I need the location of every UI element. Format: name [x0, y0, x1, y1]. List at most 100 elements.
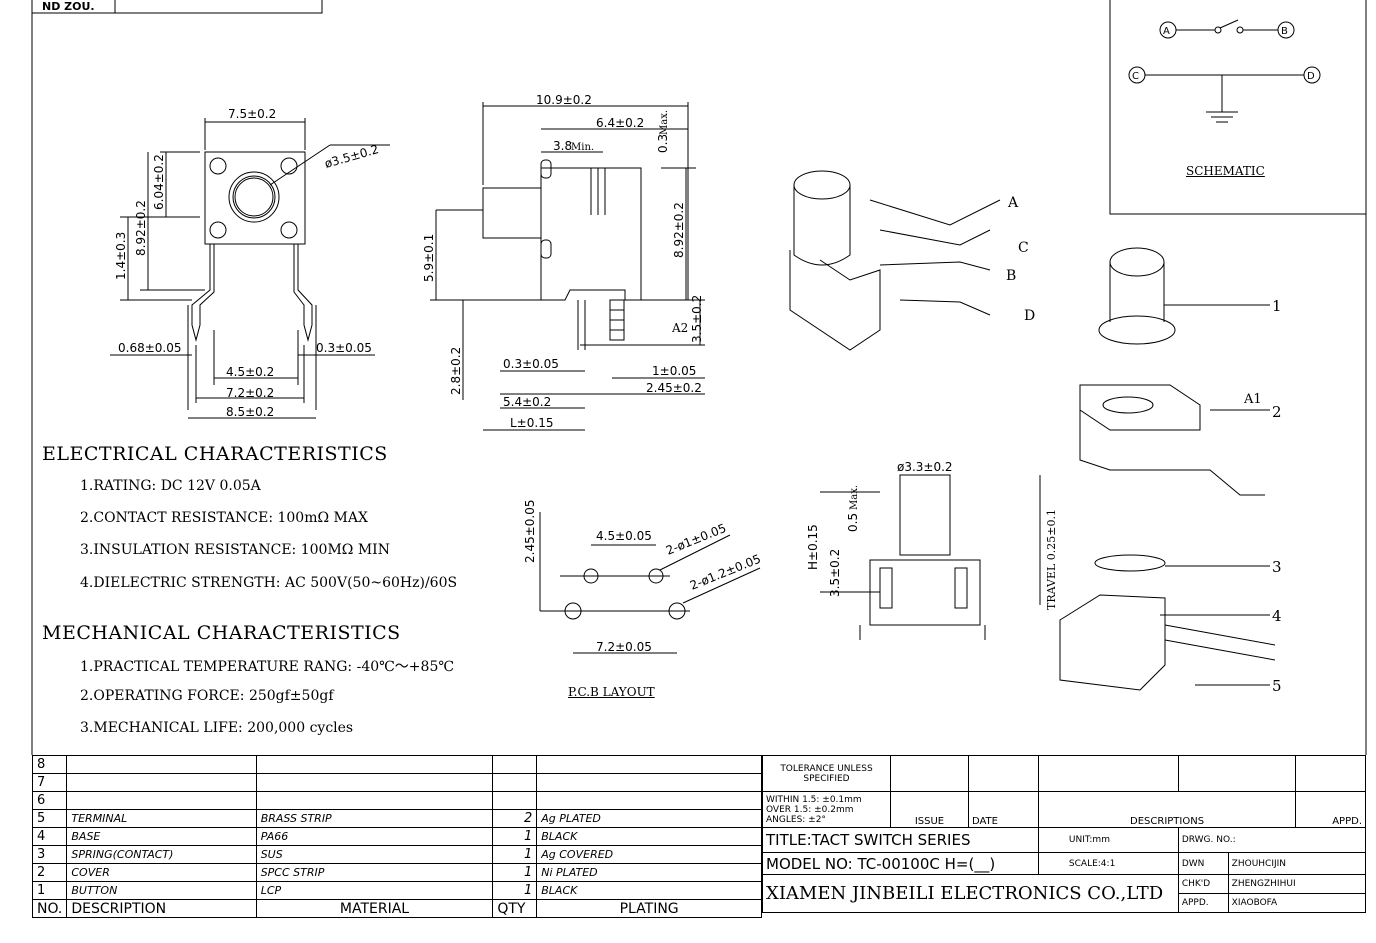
dim-btn-h: H±0.15 [806, 524, 820, 570]
chkd-name: ZHENGZHIHUI [1227, 874, 1367, 894]
electrical-item: 4.DIELECTRIC STRENGTH: AC 500V(50~60Hz)/… [80, 575, 458, 591]
electrical-item: 2.CONTACT RESISTANCE: 100mΩ MAX [80, 510, 368, 526]
dim-side-54: 5.4±0.2 [503, 395, 551, 409]
scale-cell: SCALE:4:1 [1037, 852, 1179, 875]
bom-header-qty: QTY [492, 899, 538, 918]
model-number: MODEL NO: TC-00100C H=(__) [762, 852, 1039, 875]
tolerance-cell: TOLERANCE UNLESS SPECIFIED [762, 755, 891, 792]
dim-side-35: 3.5±0.2 [690, 295, 704, 343]
sch-node-b: B [1281, 26, 1288, 37]
dim-front-legt: 0.3±0.05 [316, 341, 372, 355]
mechanical-item: 1.PRACTICAL TEMPERATURE RANG: -40℃～+85℃ [80, 659, 455, 675]
dim-pcb-72: 7.2±0.05 [596, 640, 652, 654]
appd-label: APPD. [1177, 893, 1229, 913]
table-row: 6 [31, 791, 762, 810]
dim-side-03: 0.3±0.05 [503, 357, 559, 371]
dim-side-l: L±0.15 [510, 416, 553, 430]
dim-side-1: 1±0.05 [652, 364, 696, 378]
bom-header-plating: PLATING [536, 899, 762, 918]
drawing-title: TITLE:TACT SWITCH SERIES [762, 827, 1039, 853]
table-row: 8 [31, 755, 762, 774]
dim-front-leg: 0.68±0.05 [118, 341, 182, 355]
dim-side-28: 2.8±0.2 [449, 347, 463, 395]
electrical-item: 3.INSULATION RESISTANCE: 100MΩ MIN [80, 542, 390, 558]
iso-label-b: B [1006, 268, 1016, 284]
iso-label-d: D [1024, 308, 1035, 324]
iso-label-c: C [1018, 240, 1029, 256]
dim-pcb-245: 2.45±0.05 [523, 500, 537, 564]
iso-label-a: A [1007, 195, 1019, 211]
sch-node-c: C [1132, 71, 1139, 82]
dim-btn-max-sub: Max. [849, 485, 860, 510]
dim-side-min-sub: Min. [571, 142, 594, 153]
bom-header-row: NO. DESCRIPTION MATERIAL QTY PLATING [31, 899, 762, 918]
dim-front-pitch1: 4.5±0.2 [226, 365, 274, 379]
bom-header-no: NO. [31, 899, 68, 918]
dim-btn-dia: ø3.3±0.2 [897, 460, 953, 474]
button-side-view [820, 474, 1041, 640]
dim-front-h3: 1.4±0.3 [114, 232, 128, 280]
unit-cell: UNIT:mm [1037, 827, 1179, 853]
appd-name: XIAOBOFA [1227, 893, 1367, 913]
title-block: TOLERANCE UNLESS SPECIFIED WITHIN 1.5: ±… [762, 755, 1367, 913]
part-label-5: 5 [1272, 677, 1282, 695]
dim-front-pitch3: 8.5±0.2 [226, 405, 274, 419]
company-name: XIAMEN JINBEILI ELECTRONICS CO.,LTD [762, 874, 1179, 913]
mechanical-item: 3.MECHANICAL LIFE: 200,000 cycles [80, 720, 354, 736]
sch-node-a: A [1163, 26, 1170, 37]
dim-side-min: 3.8 [553, 139, 572, 153]
revision-fragment-text: ND ZOU. [42, 0, 95, 13]
dim-btn-max: 0.5 [846, 513, 860, 532]
part-label-3: 3 [1272, 558, 1282, 576]
dim-side-a2: A2 [671, 321, 688, 335]
dim-btn-35: 3.5±0.2 [828, 549, 842, 597]
dim-front-width: 7.5±0.2 [228, 107, 276, 121]
issue-header: ISSUE [889, 791, 969, 828]
schematic-box [1109, 0, 1367, 215]
side-view [430, 102, 705, 431]
dim-side-892: 8.92±0.2 [672, 202, 686, 258]
electrical-heading: ELECTRICAL CHARACTERISTICS [42, 443, 388, 465]
dim-pcb-45: 4.5±0.05 [596, 529, 652, 543]
pcb-layout-drawing [539, 512, 761, 654]
schematic-title: SCHEMATIC [1186, 164, 1265, 178]
dim-front-h2: 8.92±0.2 [134, 200, 148, 256]
bom-header-mat: MATERIAL [255, 899, 494, 918]
dim-side-max: 0.3 [656, 134, 670, 153]
mechanical-heading: MECHANICAL CHARACTERISTICS [42, 622, 401, 644]
revision-fragment-box [31, 0, 323, 14]
chkd-label: CHK'D [1177, 874, 1229, 894]
part-label-4: 4 [1272, 607, 1282, 625]
dim-side-max-sub: Max. [659, 110, 670, 135]
sch-node-d: D [1307, 71, 1315, 82]
dim-front-pitch2: 7.2±0.2 [226, 386, 274, 400]
descriptions-header: DESCRIPTIONS [1037, 791, 1297, 828]
isometric-assembly [789, 170, 1001, 351]
schematic-symbol [1128, 19, 1321, 123]
electrical-item: 1.RATING: DC 12V 0.05A [80, 478, 261, 494]
dim-btn-travel: TRAVEL 0.25±0.1 [1045, 509, 1058, 610]
dim-front-h1: 6.04±0.2 [152, 154, 166, 210]
dim-side-245: 2.45±0.2 [646, 381, 702, 395]
date-header: DATE [967, 791, 1039, 828]
pcb-layout-title: P.C.B LAYOUT [568, 685, 655, 699]
dim-side-total: 10.9±0.2 [536, 93, 592, 107]
dwn-name: ZHOUHCIJIN [1227, 852, 1367, 875]
dwn-label: DWN [1177, 852, 1229, 875]
table-row: 7 [31, 773, 762, 792]
part-label-a1: A1 [1243, 392, 1262, 407]
drawing-number: DRWG. NO.: [1177, 827, 1367, 853]
part-label-1: 1 [1272, 297, 1282, 315]
bom-header-desc: DESCRIPTION [66, 899, 257, 918]
front-view [110, 118, 390, 419]
part-label-2: 2 [1272, 403, 1282, 421]
exploded-parts [1059, 247, 1276, 691]
